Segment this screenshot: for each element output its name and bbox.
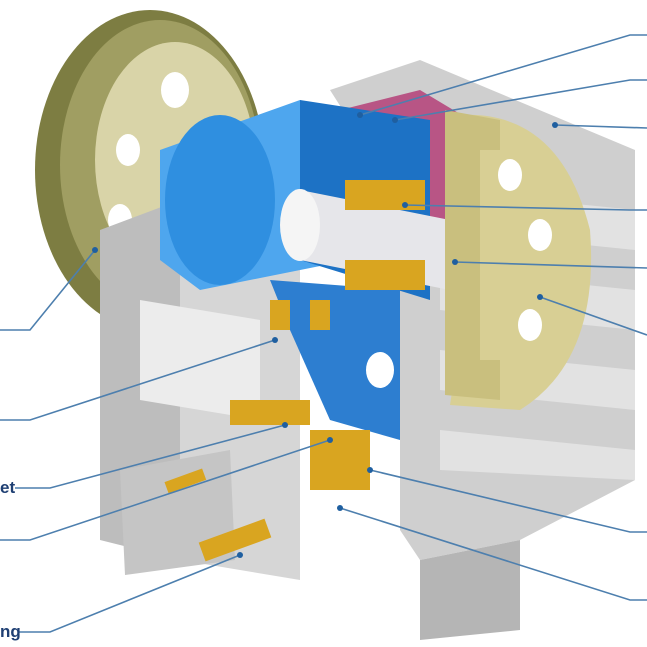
callout-line — [18, 554, 241, 633]
callout-line — [0, 339, 276, 421]
callout-line — [359, 34, 647, 116]
bearings — [164, 180, 425, 562]
callout-line — [0, 439, 331, 541]
callout-dots — [92, 112, 558, 558]
callout-label-partial-spring: ng — [0, 622, 21, 641]
callout-line — [539, 296, 647, 336]
callout-line — [394, 79, 647, 121]
right-flywheel — [445, 110, 592, 411]
callout-line — [369, 469, 647, 533]
callout-line — [339, 507, 647, 601]
callout-line — [454, 261, 647, 269]
callout-line — [554, 124, 647, 129]
callout-line — [15, 424, 286, 489]
callout-line — [0, 249, 96, 331]
callout-lines — [0, 34, 647, 633]
callout-label-partial-toggle-seat: et — [0, 478, 16, 497]
callout-line — [404, 204, 647, 211]
